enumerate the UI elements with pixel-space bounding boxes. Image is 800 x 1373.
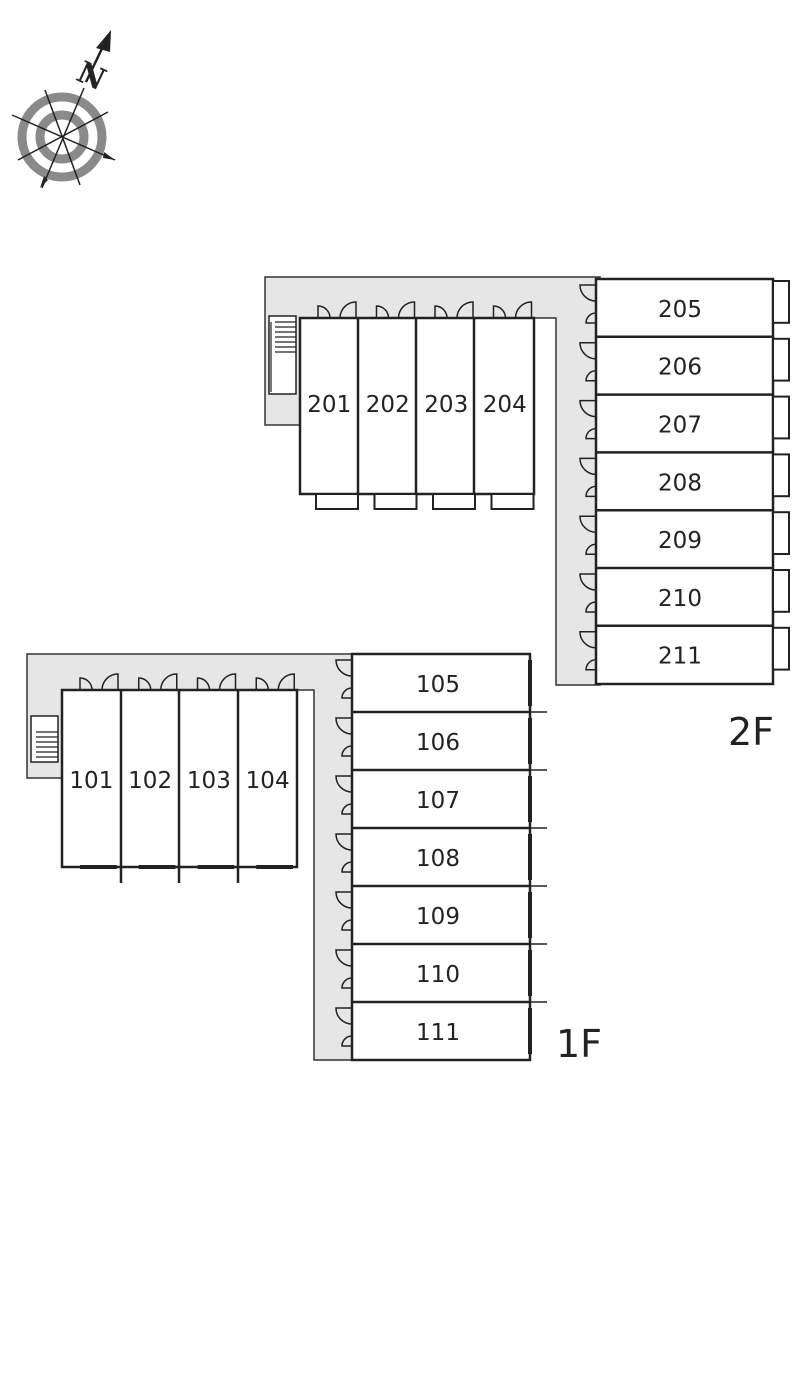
room-102: 102 — [128, 768, 172, 794]
floor-2f: 201 202 203 204 205 206 207 208 209 210 211 2F — [264, 276, 790, 754]
west-rooms-1f: 101 102 103 104 — [60, 673, 299, 883]
door-211-a — [579, 631, 597, 649]
door-201-a — [317, 305, 331, 319]
door-208-a — [579, 457, 597, 476]
door-211-b — [585, 659, 597, 671]
east-rooms-1f: 105 106 107 108 109 110 111 — [335, 652, 547, 1062]
door-204-b — [514, 301, 533, 319]
door-209-a — [579, 515, 597, 533]
floor-1f: 101 102 103 104 105 106 107 108 109 110 111 1F — [26, 652, 602, 1066]
door-206-a — [579, 342, 597, 360]
door-209-b — [585, 543, 597, 555]
balcony-209 — [772, 511, 790, 556]
balcony-203 — [432, 493, 476, 510]
door-109-a — [335, 891, 353, 909]
room-204: 204 — [483, 392, 527, 418]
balcony-202 — [373, 493, 418, 510]
door-102-b — [160, 673, 178, 691]
balcony-204 — [490, 493, 535, 510]
door-203-a — [434, 305, 448, 319]
room-202: 202 — [366, 392, 410, 418]
door-207-b — [585, 427, 597, 440]
room-209: 209 — [658, 528, 702, 554]
room-106: 106 — [416, 730, 460, 756]
compass-north-label: N — [71, 55, 111, 98]
door-104-a — [255, 677, 269, 691]
room-205: 205 — [658, 297, 702, 323]
balcony-210 — [772, 569, 790, 613]
door-111-a — [335, 1007, 353, 1025]
door-108-b — [341, 861, 353, 873]
door-106-a — [335, 717, 353, 735]
door-104-b — [277, 673, 295, 691]
door-111-b — [341, 1035, 353, 1047]
east-rooms-2f: 205 206 207 208 209 210 211 — [579, 277, 790, 686]
door-201-b — [339, 301, 357, 319]
west-rooms-2f: 201 202 203 204 — [298, 301, 536, 510]
door-101-a — [79, 677, 93, 691]
room-105: 105 — [416, 672, 460, 698]
room-201: 201 — [307, 392, 351, 418]
room-104: 104 — [246, 768, 290, 794]
door-202-a — [375, 305, 390, 319]
balcony-208 — [772, 453, 790, 498]
stairs-2f — [268, 315, 297, 395]
door-105-a — [335, 659, 353, 677]
door-109-b — [341, 919, 353, 931]
door-203-b — [456, 301, 474, 319]
door-210-b — [585, 601, 597, 613]
room-210: 210 — [658, 586, 702, 612]
compass-arrowhead — [96, 30, 111, 52]
room-107: 107 — [416, 788, 460, 814]
room-203: 203 — [424, 392, 468, 418]
room-108: 108 — [416, 846, 460, 872]
room-208: 208 — [658, 470, 702, 496]
floor-label-1f: 1F — [556, 1022, 602, 1066]
door-106-b — [341, 745, 353, 757]
room-207: 207 — [658, 413, 702, 439]
door-105-b — [341, 687, 353, 699]
room-111: 111 — [416, 1020, 460, 1046]
stairs-1f — [30, 715, 59, 763]
balcony-207 — [772, 395, 790, 440]
door-103-b — [218, 673, 237, 691]
door-108-a — [335, 833, 353, 851]
door-207-a — [579, 399, 597, 418]
door-107-a — [335, 775, 353, 793]
door-102-a — [138, 677, 152, 691]
door-208-b — [585, 485, 597, 498]
door-202-b — [397, 301, 416, 319]
door-204-a — [492, 305, 507, 319]
balcony-205 — [772, 280, 790, 324]
door-210-a — [579, 573, 597, 591]
door-110-b — [341, 977, 353, 989]
room-103: 103 — [187, 768, 231, 794]
room-206: 206 — [658, 355, 702, 381]
door-205-a — [579, 284, 597, 302]
floor-label-2f: 2F — [728, 710, 774, 754]
room-211: 211 — [658, 644, 702, 670]
room-110: 110 — [416, 962, 460, 988]
door-101-b — [101, 673, 119, 691]
balcony-201 — [315, 493, 359, 510]
compass: N — [11, 30, 116, 189]
door-206-b — [585, 370, 597, 382]
door-107-b — [341, 803, 353, 815]
balcony-206 — [772, 337, 790, 382]
door-205-b — [585, 312, 597, 324]
room-109: 109 — [416, 904, 460, 930]
balcony-211 — [772, 626, 790, 671]
door-110-a — [335, 949, 353, 967]
door-103-a — [196, 677, 211, 691]
room-101: 101 — [69, 768, 113, 794]
